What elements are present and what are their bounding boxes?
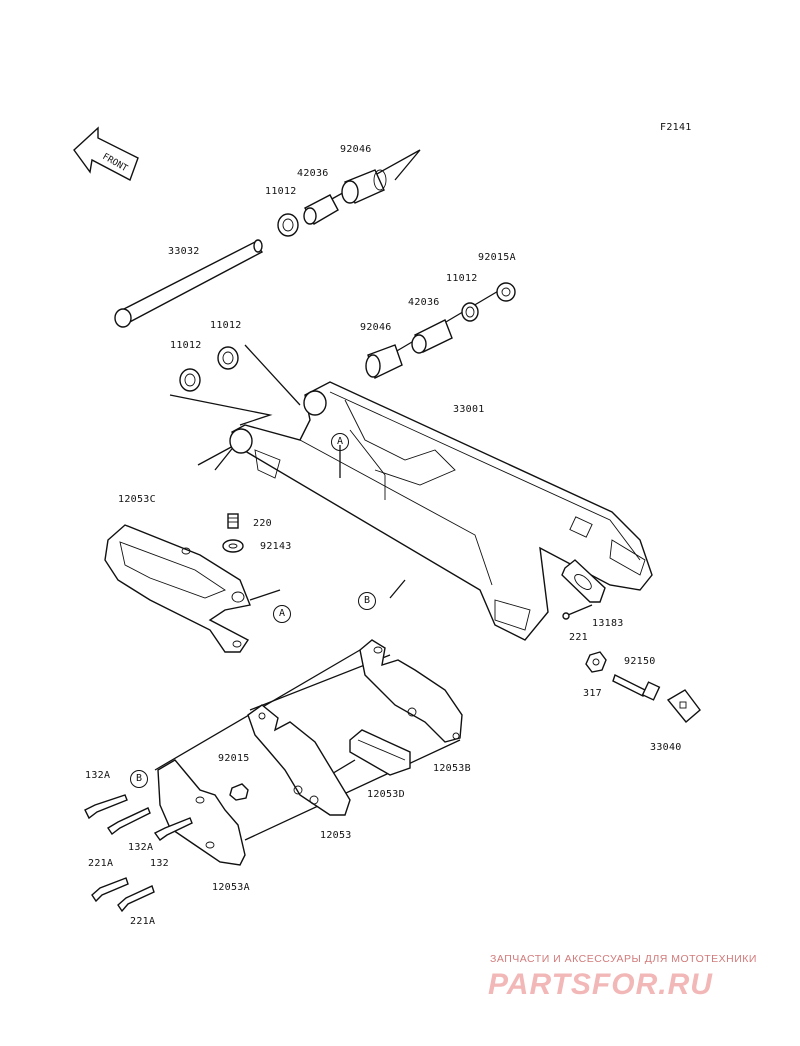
part-label[interactable]: 11012: [210, 320, 242, 331]
watermark-logo: PARTSFOR.RU: [488, 968, 713, 1001]
nut-92143: [222, 539, 244, 553]
part-label[interactable]: 132: [150, 858, 169, 869]
part-label[interactable]: 33040: [650, 742, 682, 753]
chain-guide-plate-12053A: [157, 759, 246, 866]
part-label[interactable]: 92015A: [478, 252, 516, 263]
part-label[interactable]: 92046: [360, 322, 392, 333]
watermark-tagline: ЗАПЧАСТИ И АКСЕССУАРЫ ДЛЯ МОТОТЕХНИКИ: [490, 953, 757, 965]
part-label[interactable]: 42036: [297, 168, 329, 179]
part-label[interactable]: 13183: [592, 618, 624, 629]
figure-code: F2141: [660, 122, 692, 133]
part-label[interactable]: 317: [583, 688, 602, 699]
collar-11012-lower: [179, 368, 201, 392]
part-label[interactable]: 132A: [128, 842, 154, 853]
part-label[interactable]: 11012: [170, 340, 202, 351]
pivot-shaft: [114, 239, 264, 328]
part-label[interactable]: 221: [569, 632, 588, 643]
bolt-220: [227, 513, 239, 529]
leader-line: [244, 739, 461, 841]
part-label[interactable]: 12053C: [118, 494, 156, 505]
part-label[interactable]: 92015: [218, 753, 250, 764]
part-label[interactable]: 11012: [265, 186, 297, 197]
leader-line: [169, 394, 273, 426]
leader-line: [244, 344, 301, 406]
part-label[interactable]: 12053A: [212, 882, 250, 893]
bolt-132A-upper: [84, 794, 128, 820]
nut-317: [585, 651, 607, 673]
ref-marker-a[interactable]: A: [273, 605, 291, 623]
part-label[interactable]: 12053B: [433, 763, 471, 774]
bolt-221A-upper: [91, 877, 129, 903]
part-label[interactable]: 33001: [453, 404, 485, 415]
ref-marker-a[interactable]: A: [331, 433, 349, 451]
part-label[interactable]: 33032: [168, 246, 200, 257]
part-label[interactable]: 92143: [260, 541, 292, 552]
lower-bushing-group: [365, 282, 516, 379]
block-33040: [666, 689, 701, 723]
bolt-92150: [612, 674, 661, 701]
part-label[interactable]: 11012: [446, 273, 478, 284]
chain-guide-12053C: [104, 524, 281, 653]
screw-221: [562, 604, 593, 620]
leader-line: [197, 444, 236, 471]
part-label[interactable]: 42036: [408, 297, 440, 308]
part-label[interactable]: 221A: [130, 916, 156, 927]
nut-92015: [229, 783, 249, 801]
ref-marker-b[interactable]: B: [358, 592, 376, 610]
upper-bushing-group: [277, 169, 387, 237]
part-label[interactable]: 221A: [88, 858, 114, 869]
adjuster-plate-13183: [561, 559, 606, 603]
bolt-132: [153, 817, 193, 841]
part-label[interactable]: 12053: [320, 830, 352, 841]
part-label[interactable]: 12053D: [367, 789, 405, 800]
part-label[interactable]: 92150: [624, 656, 656, 667]
part-label[interactable]: 92046: [340, 144, 372, 155]
chain-guide-12053: [247, 704, 351, 816]
part-label[interactable]: 220: [253, 518, 272, 529]
collar-11012-upper: [217, 346, 239, 370]
chain-guide-slider-12053D: [349, 729, 411, 776]
front-arrow-icon: FRONT: [73, 126, 139, 181]
ref-marker-b[interactable]: B: [130, 770, 148, 788]
part-label[interactable]: 132A: [85, 770, 111, 781]
bolt-221A-lower: [117, 885, 155, 913]
bolt-132A-lower: [107, 807, 151, 836]
chain-guide-12053B: [359, 639, 463, 743]
